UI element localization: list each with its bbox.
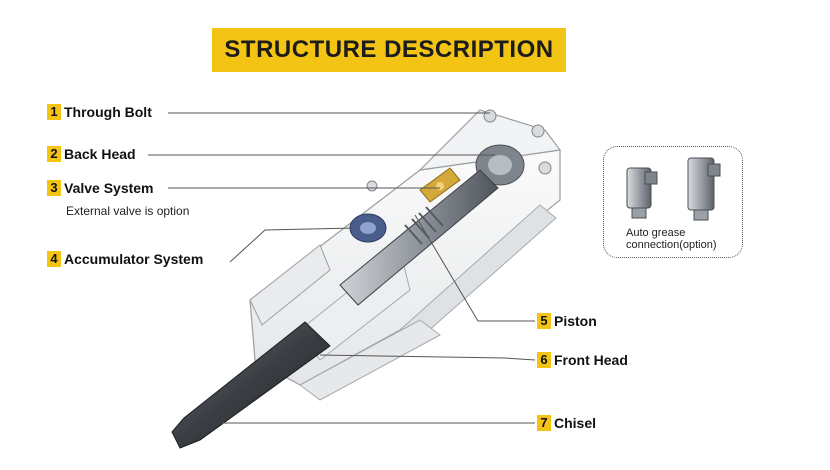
label-text: Accumulator System [64,251,204,267]
label-number: 2 [47,146,61,162]
label-number: 7 [537,415,551,431]
piston [339,169,499,306]
auto-grease-illustration [626,157,721,221]
valve-note: External valve is option [66,204,190,218]
label-text: Chisel [554,415,597,431]
leader-lines [148,112,536,424]
label-back-head: 2 Back Head [47,146,136,162]
accumulator [349,213,387,243]
option-caption: Auto grease connection(option) [626,227,717,251]
valve-system [419,167,461,203]
label-number: 6 [537,352,551,368]
label-number: 4 [47,251,61,267]
title-banner: STRUCTURE DESCRIPTION [212,28,566,72]
label-number: 1 [47,104,61,120]
page-title: STRUCTURE DESCRIPTION [224,36,554,63]
label-text: Piston [554,313,597,329]
label-number: 3 [47,180,61,196]
option-caption-line2: connection(option) [626,239,717,251]
option-caption-line1: Auto grease [626,227,686,239]
label-number: 5 [537,313,551,329]
label-text: Back Head [64,146,136,162]
label-text: Front Head [554,352,628,368]
label-through-bolt: 1 Through Bolt [47,104,152,120]
label-text: Valve System [64,180,154,196]
label-valve-system: 3 Valve System [47,180,154,196]
breaker-housing [249,109,562,401]
label-piston: 5 Piston [537,313,597,329]
auto-grease-option-box: Auto grease connection(option) [603,146,743,258]
label-text: Through Bolt [64,104,152,120]
label-accumulator-system: 4 Accumulator System [47,251,203,267]
label-chisel: 7 Chisel [537,415,596,431]
chisel [171,321,331,449]
label-front-head: 6 Front Head [537,352,628,368]
